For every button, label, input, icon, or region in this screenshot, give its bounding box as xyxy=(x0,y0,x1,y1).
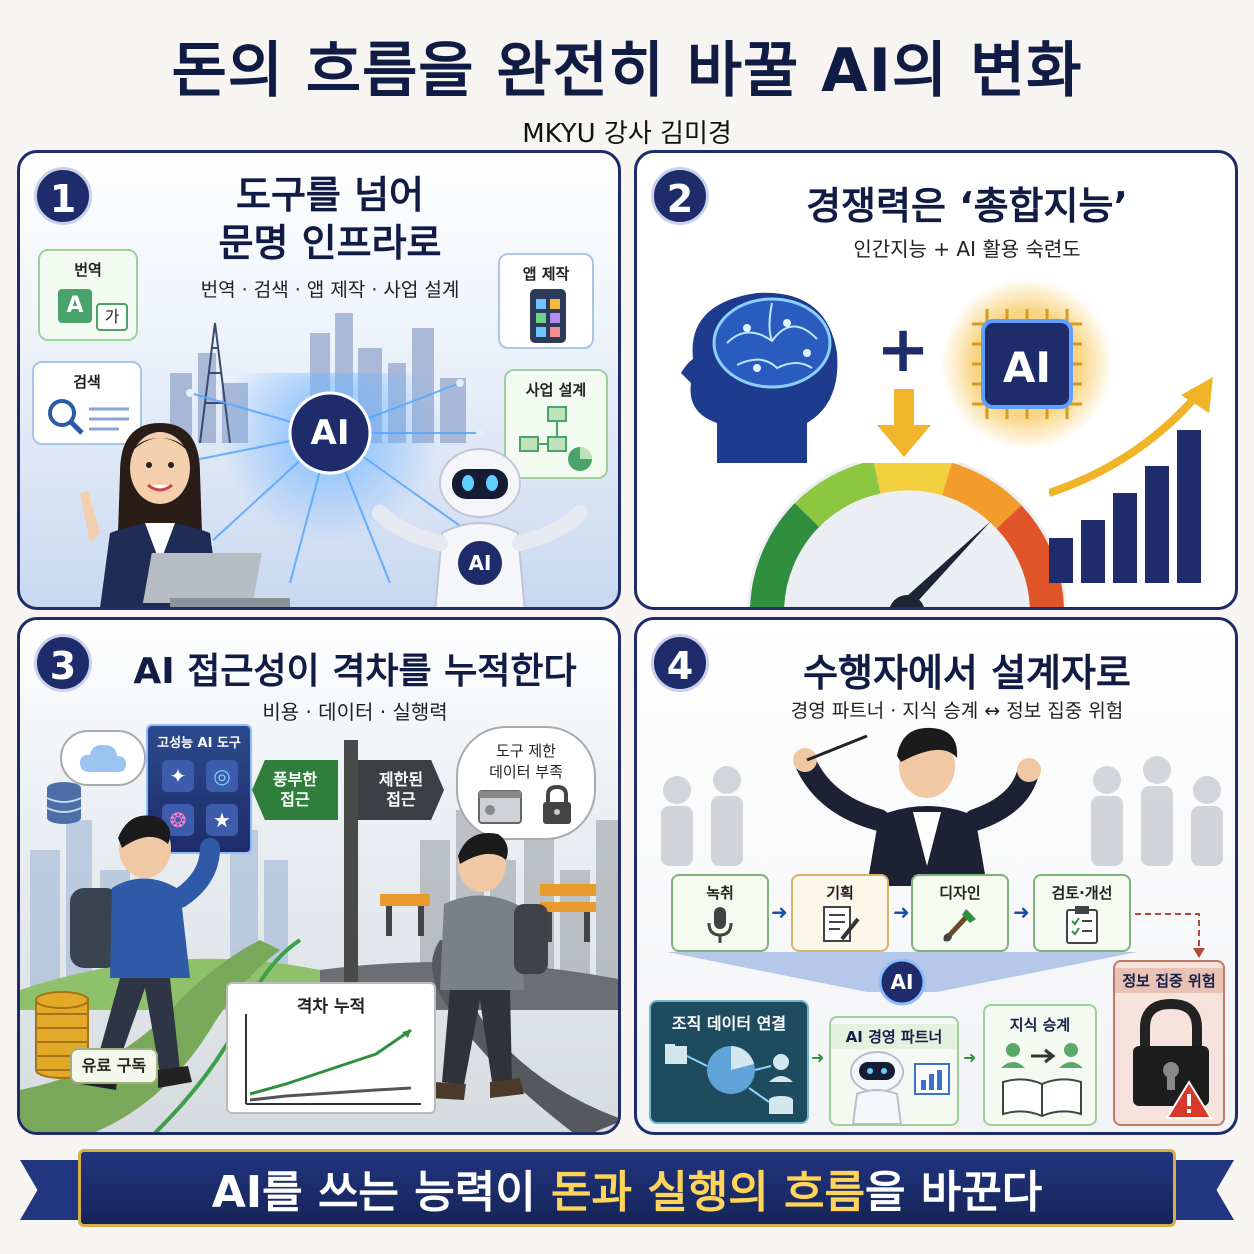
page-title: 돈의 흐름을 완전히 바꿀 AI의 변화 xyxy=(171,36,1083,106)
browser-window-icon xyxy=(478,790,522,824)
woman-presenter-illustration xyxy=(80,423,290,607)
ai-funnel-illustration xyxy=(667,952,1137,1006)
growth-bar-chart xyxy=(1049,377,1213,583)
flowchart-icon xyxy=(519,406,592,471)
step-design: 디자인 xyxy=(911,874,1009,952)
banner-message: AI를 쓰는 능력이 돈과 실행의 흐름을 바꾼다 xyxy=(211,1167,1043,1218)
ai-network-illustration xyxy=(176,373,484,584)
plus-sign: + xyxy=(876,313,930,387)
database-icon xyxy=(46,782,82,824)
step-planning: 기획 xyxy=(791,874,889,952)
search-card: 검색 xyxy=(32,361,142,445)
org-data-connection-box: 조직 데이터 연결 xyxy=(649,1000,809,1124)
panel-total-intelligence: 2 경쟁력은 ‘총합지능’ 인간지능 + AI 활용 숙련도 + AI xyxy=(634,150,1238,610)
document-pen-icon xyxy=(823,906,860,942)
star-icon: ★ xyxy=(206,804,238,836)
phone-app-icon xyxy=(530,289,566,343)
ai-robot-illustration xyxy=(372,448,588,607)
flow-arrow-icon: ➜ xyxy=(893,900,910,924)
growth-arrow xyxy=(1049,390,1203,497)
translate-icon: A xyxy=(58,289,92,323)
ai-chip-icon xyxy=(941,279,1113,449)
gap-lines xyxy=(245,1014,421,1105)
search-icon xyxy=(48,399,129,435)
tools-label: 고성능 AI 도구 xyxy=(157,736,241,751)
skill-gauge-illustration xyxy=(747,463,1067,607)
gap-accumulation-chart: 격차 누적 xyxy=(226,982,436,1114)
bottom-banner xyxy=(78,1149,1176,1227)
step-recording: 녹취 xyxy=(671,874,769,952)
ai-hub-label: AI xyxy=(310,413,350,453)
limit-thought-bubble: 도구 제한 데이터 부족 xyxy=(456,726,596,840)
signpost-pole xyxy=(344,740,358,1040)
cloud-thought-bubble xyxy=(60,730,146,786)
panel-number: 4 xyxy=(651,634,709,692)
panel-title: 도구를 넘어 문명 인프라로 xyxy=(218,173,442,265)
panel-number: 3 xyxy=(34,634,92,692)
sparkle-icon: ✦ xyxy=(162,760,194,792)
panel-title: 경쟁력은 ‘총합지능’ xyxy=(806,184,1128,228)
step-review: 검토·개선 xyxy=(1033,874,1131,952)
microphone-icon xyxy=(707,907,733,943)
growth-bar xyxy=(1081,520,1105,583)
knowledge-succession-box: 지식 승계 xyxy=(983,1004,1097,1126)
author-label: MKYU 강사 김미경 xyxy=(522,119,732,149)
paid-subscription-label: 유료 구독 xyxy=(70,1048,158,1084)
panel-accessibility-gap: 3 AI 접근성이 격차를 누적한다 비용 · 데이터 · 실행력 고성능 AI… xyxy=(17,617,621,1135)
panel-subtitle: 인간지능 + AI 활용 숙련도 xyxy=(853,237,1081,261)
flow-arrow-icon: ➜ xyxy=(771,900,788,924)
panel-number: 2 xyxy=(651,167,709,225)
padlock-warning-icon xyxy=(1133,998,1213,1119)
ai-chip-label: AI xyxy=(1002,343,1052,392)
panel-executor-to-designer: 4 수행자에서 설계자로 경영 파트너 · 지식 승계 ↔ 정보 집중 위험 녹… xyxy=(634,617,1238,1135)
business-design-card: 사업 설계 xyxy=(504,369,608,479)
panel-number: 1 xyxy=(34,167,92,225)
panel-subtitle: 번역 · 검색 · 앱 제작 · 사업 설계 xyxy=(200,279,460,301)
growth-bar xyxy=(1049,538,1073,583)
robot-ai-badge: AI xyxy=(468,551,492,575)
translate-card: 번역 A 가 xyxy=(38,249,138,341)
down-arrow-icon xyxy=(877,389,931,457)
app-card: 앱 제작 xyxy=(498,253,594,349)
panel-infrastructure: 1 도구를 넘어 문명 인프라로 번역 · 검색 · 앱 제작 · 사업 설계 xyxy=(17,150,621,610)
panel-subtitle: 비용 · 데이터 · 실행력 xyxy=(262,700,448,724)
flow-arrow-icon: ➜ xyxy=(1013,900,1030,924)
book-transfer-icon xyxy=(1001,1043,1083,1118)
flow-arrow-icon: ➜ xyxy=(963,1048,977,1067)
paintbrush-icon xyxy=(943,909,976,942)
growth-arrow-head xyxy=(1181,377,1213,413)
swirl-icon: ◎ xyxy=(206,760,238,792)
dashed-risk-arrow xyxy=(1135,913,1205,958)
panel-title: AI 접근성이 격차를 누적한다 xyxy=(133,651,577,692)
robot-partner-icon xyxy=(850,1051,950,1124)
ai-hub-label: AI xyxy=(890,970,914,994)
growth-bar xyxy=(1113,493,1137,583)
growth-bar xyxy=(1145,466,1169,583)
checklist-icon xyxy=(1066,906,1098,944)
gap-chart-title: 격차 누적 xyxy=(296,997,366,1017)
tired-man-walking-illustration xyxy=(430,832,548,1100)
human-brain-icon xyxy=(681,292,838,463)
growth-bar xyxy=(1177,430,1201,583)
ai-partner-box: AI 경영 파트너 xyxy=(829,1016,959,1126)
cloud-icon xyxy=(80,744,126,772)
panel-title: 수행자에서 설계자로 xyxy=(803,651,1131,695)
panel-subtitle: 경영 파트너 · 지식 승계 ↔ 정보 집중 위험 xyxy=(790,700,1124,722)
data-network-icon xyxy=(665,1044,793,1114)
audience-silhouettes xyxy=(661,756,1223,866)
conductor-man-illustration xyxy=(793,727,1041,886)
flow-arrow-icon: ➜ xyxy=(811,1048,825,1067)
info-concentration-risk-box: 정보 집중 위험 xyxy=(1113,960,1225,1126)
road-barrier-icon xyxy=(380,884,596,942)
lock-icon xyxy=(543,784,571,824)
